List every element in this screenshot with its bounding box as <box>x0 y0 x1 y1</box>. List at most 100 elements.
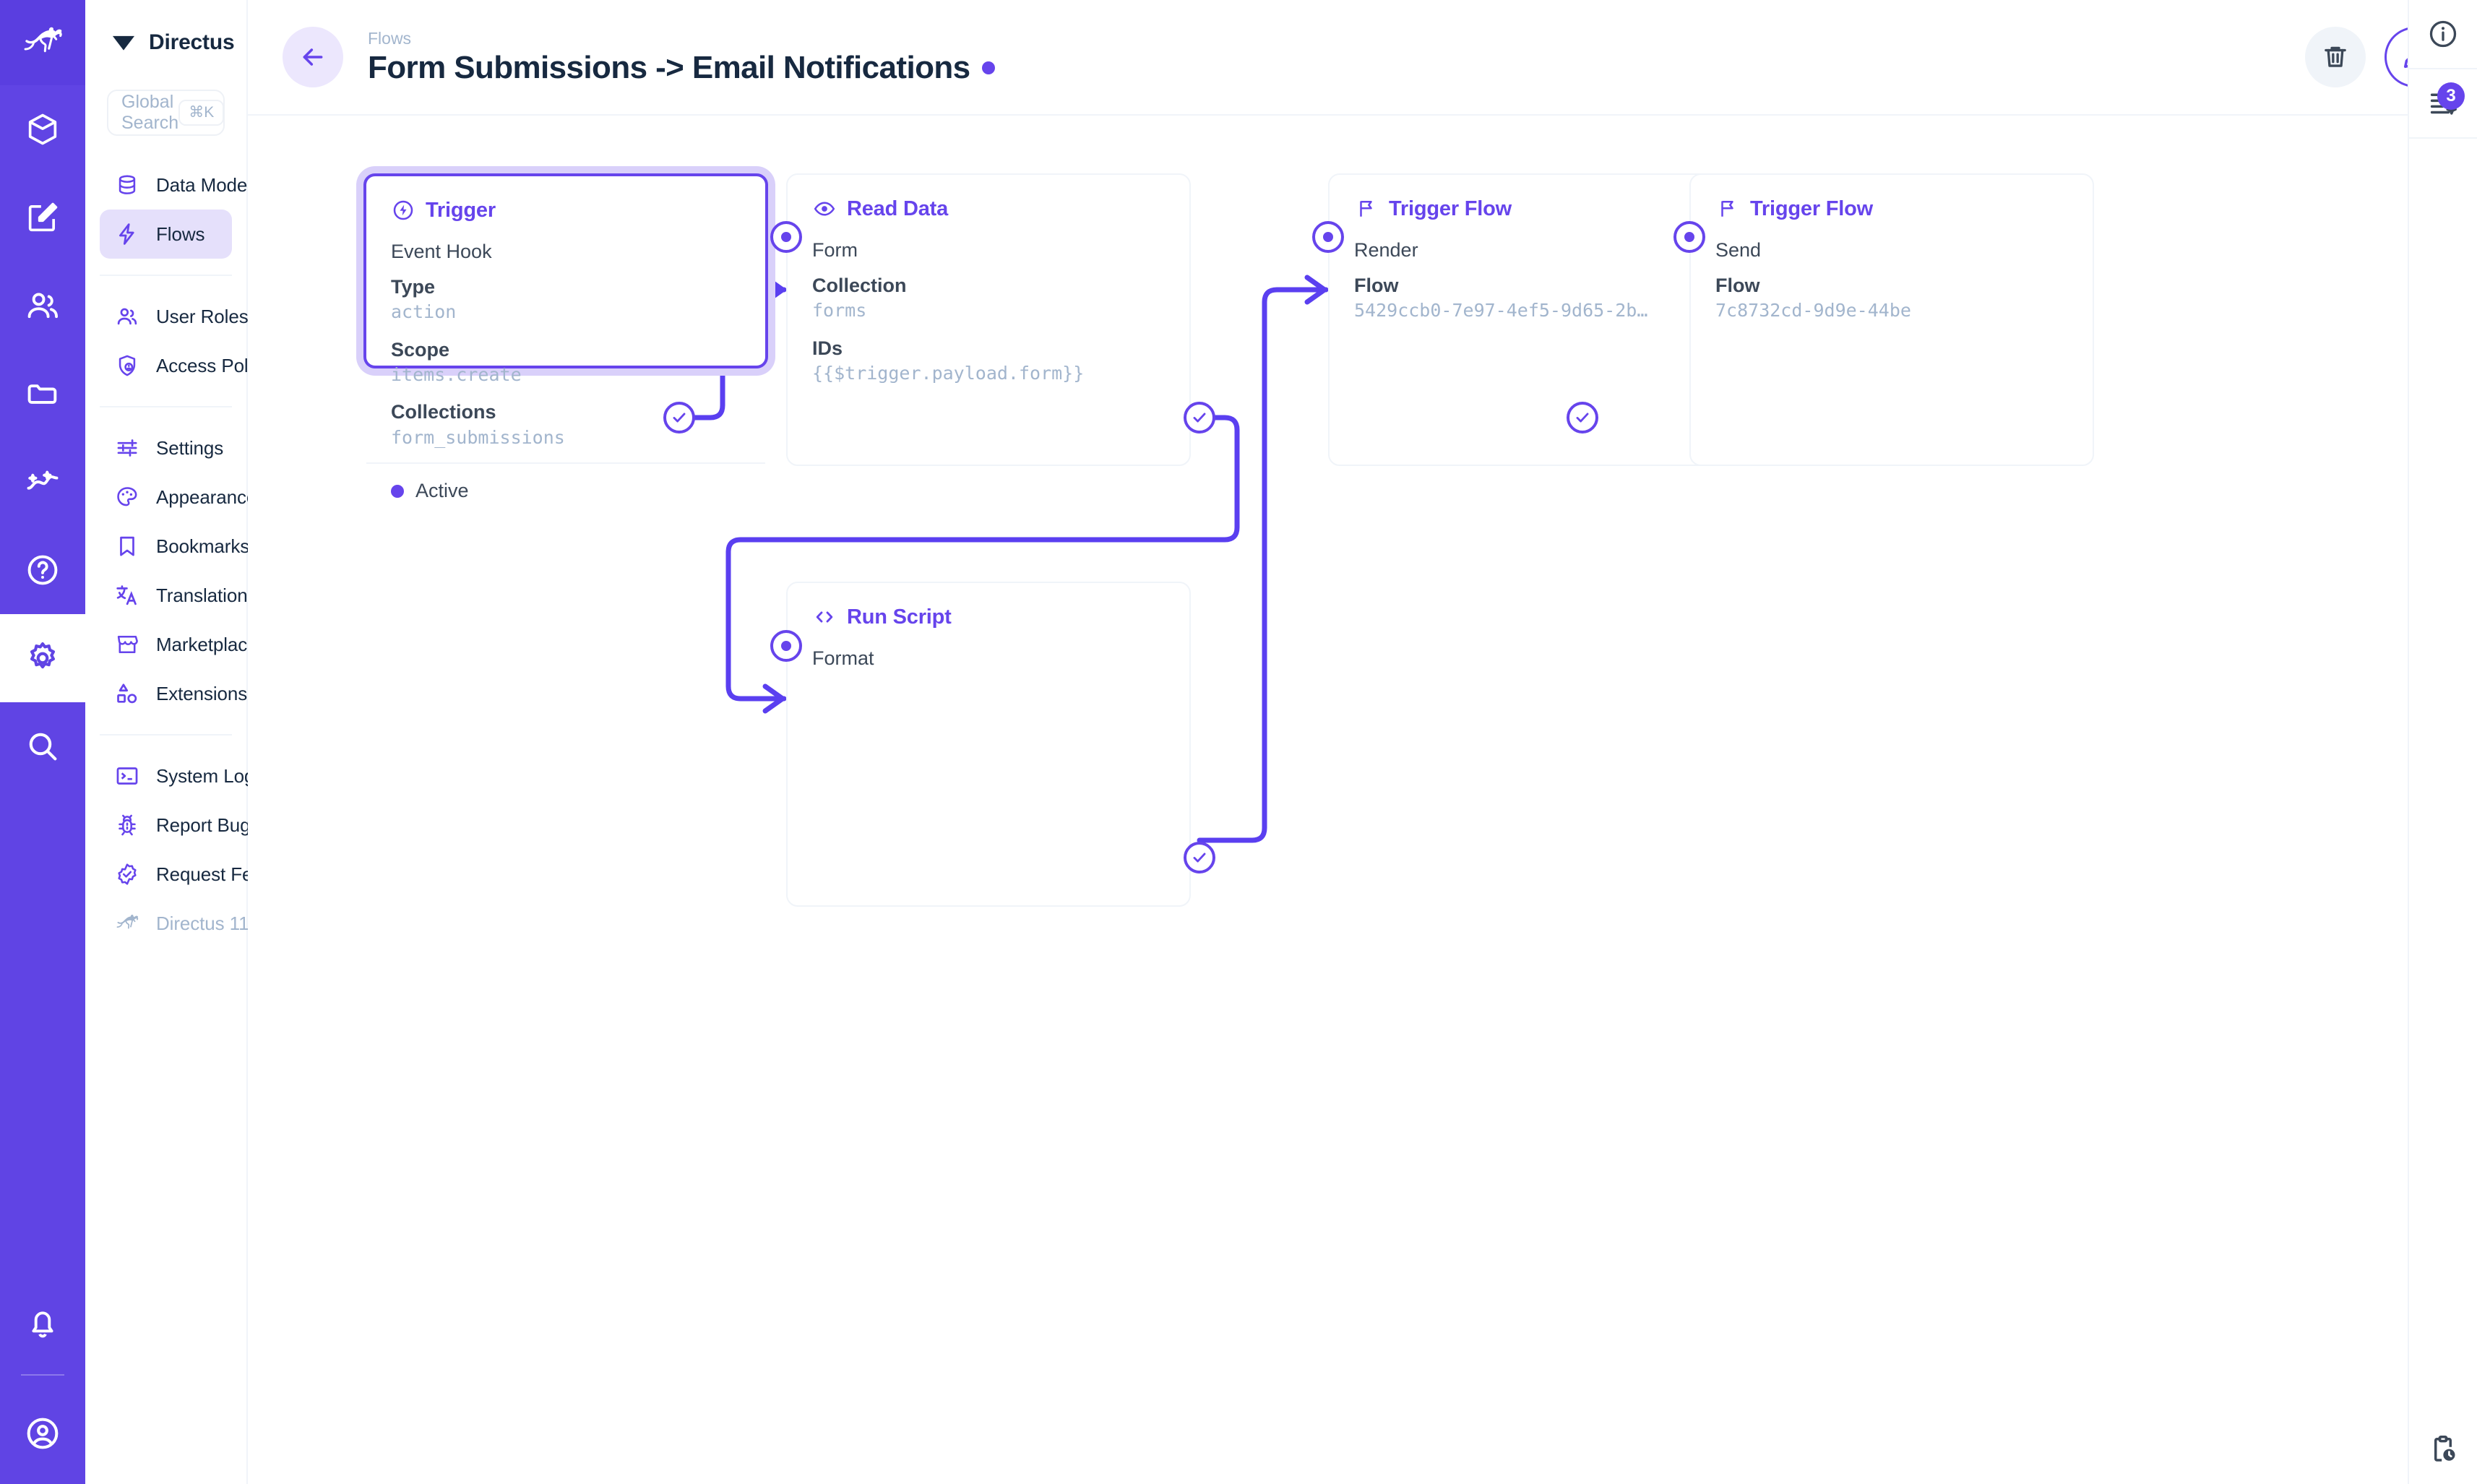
flow-node-name: Render <box>1354 239 1418 261</box>
flow-node-status: Active <box>366 462 765 521</box>
flow-handle-output-read-data[interactable] <box>1184 402 1215 433</box>
sidebar-item-access-policies[interactable]: Access Policies <box>100 341 285 390</box>
sidebar-item-extensions[interactable]: Extensions <box>100 669 247 718</box>
field-label: Flow <box>1715 274 1760 296</box>
storefront-icon <box>113 630 142 659</box>
page-title: Form Submissions -> Email Notifications <box>368 50 970 86</box>
module-item-settings[interactable] <box>0 614 85 702</box>
sidebar-item-label: User Roles <box>156 305 249 327</box>
flow-node-trigger[interactable]: Trigger Event Hook Type action Scope ite… <box>363 173 768 501</box>
field-value: 7c8732cd-9d9e-44be <box>1715 299 1911 321</box>
module-item-files[interactable] <box>0 350 85 438</box>
right-sidebar: 3 <box>2408 0 2477 1484</box>
sidebar-item-data-model[interactable]: Data Model <box>100 160 251 210</box>
sidebar-item-translations[interactable]: Translations <box>100 571 257 620</box>
back-button[interactable] <box>283 27 343 87</box>
module-item-docs[interactable] <box>0 526 85 614</box>
sidebar-item-report-bug[interactable]: Report Bug <box>100 801 251 850</box>
sidebar: Directus Global Search ⌘K Data Model <box>85 0 322 1484</box>
sidebar-group-support: System Logs Report Bug Request Feature <box>85 751 295 948</box>
module-divider <box>21 1374 64 1376</box>
check-icon <box>1193 413 1206 423</box>
directus-rabbit-icon <box>113 909 142 938</box>
sidebar-item-appearance[interactable]: Appearance <box>100 473 257 522</box>
flow-node-trigger-flow-render[interactable]: Trigger Flow Render Flow 5429ccb0-7e97-4… <box>1328 173 1733 466</box>
flow-handle-input-read-data[interactable] <box>770 221 802 253</box>
info-circle-icon <box>2429 20 2457 48</box>
flow-node-name: Form <box>812 239 858 261</box>
module-item-content[interactable] <box>0 85 85 173</box>
people-icon <box>113 302 142 331</box>
sidebar-item-user-roles[interactable]: User Roles <box>100 292 249 341</box>
flow-node-trigger-flow-send[interactable]: Trigger Flow Send Flow 7c8732cd-9d9e-44b… <box>1689 173 2094 466</box>
sidebar-item-label: Settings <box>156 436 224 459</box>
flow-node-name: Event Hook <box>391 241 492 262</box>
sidebar-item-label: Bookmarks <box>156 535 250 557</box>
global-search[interactable]: Global Search ⌘K <box>85 90 246 136</box>
sidebar-group-access: User Roles Access Policies <box>85 292 285 390</box>
bolt-circle-icon <box>391 198 415 223</box>
status-badge <box>981 61 995 75</box>
flow-handle-input-trigger-flow-render[interactable] <box>1312 221 1344 253</box>
module-item-editor[interactable] <box>0 173 85 262</box>
flag-icon <box>1715 197 1740 221</box>
module-item-insights[interactable] <box>0 438 85 526</box>
field-value: action <box>391 301 457 322</box>
field-label: Collection <box>812 274 907 296</box>
delete-flow-button[interactable] <box>2305 27 2366 87</box>
flow-canvas[interactable]: Trigger Event Hook Type action Scope ite… <box>248 116 2477 1484</box>
palette-icon <box>113 483 142 512</box>
title-block: Flows Form Submissions -> Email Notifica… <box>368 28 995 85</box>
sidebar-header: Directus <box>85 0 246 85</box>
translate-icon <box>113 581 142 610</box>
code-brackets-icon <box>812 605 837 629</box>
breadcrumb[interactable]: Flows <box>368 29 412 48</box>
info-panel-button[interactable] <box>2408 0 2477 69</box>
field-value: form_submissions <box>391 426 565 448</box>
sidebar-item-label: System Logs <box>156 764 264 787</box>
sidebar-divider <box>100 734 232 735</box>
field-label: Flow <box>1354 274 1399 296</box>
sidebar-item-label: Report Bug <box>156 814 251 836</box>
flow-handle-output-run-script[interactable] <box>1184 842 1215 873</box>
sidebar-item-version: Directus 11.7.2 <box>100 899 280 948</box>
sidebar-item-request-feature[interactable]: Request Feature <box>100 850 295 899</box>
flow-handle-output-trigger[interactable] <box>663 402 695 433</box>
flow-node-run-script[interactable]: Run Script Format <box>786 582 1191 907</box>
check-icon <box>1193 853 1206 863</box>
sidebar-item-flows[interactable]: Flows <box>100 210 232 259</box>
flow-runs-button[interactable] <box>2408 1415 2477 1484</box>
flow-node-type-label: Trigger Flow <box>1750 197 1873 220</box>
field-value: forms <box>812 299 867 321</box>
field-label: IDs <box>812 337 843 359</box>
field-value: 5429ccb0-7e97-4ef5-9d65-2b… <box>1354 299 1648 321</box>
arrow-left-icon <box>303 48 323 66</box>
sidebar-title: Directus <box>149 30 235 54</box>
sidebar-divider <box>100 406 232 407</box>
module-item-search[interactable] <box>0 702 85 790</box>
flow-handle-output-trigger-flow-render[interactable] <box>1567 402 1598 433</box>
flow-node-read-data[interactable]: Read Data Form Collection forms IDs {{$t… <box>786 173 1191 466</box>
terminal-icon <box>113 762 142 790</box>
sidebar-item-label: Appearance <box>156 486 257 508</box>
flow-handle-input-trigger-flow-send[interactable] <box>1673 221 1705 253</box>
badge-check-icon <box>113 860 142 889</box>
directus-rabbit-logo-icon[interactable] <box>0 0 85 85</box>
sidebar-item-label: Marketplace <box>156 633 258 655</box>
flow-node-name: Format <box>812 647 874 669</box>
search-input[interactable]: Global Search <box>121 92 179 133</box>
module-item-users[interactable] <box>0 262 85 350</box>
sidebar-item-settings[interactable]: Settings <box>100 423 232 473</box>
module-item-notifications[interactable] <box>0 1279 85 1367</box>
flow-handle-input-run-script[interactable] <box>770 630 802 662</box>
sidebar-item-system-logs[interactable]: System Logs <box>100 751 264 801</box>
search-shortcut-badge: ⌘K <box>178 100 225 126</box>
sidebar-item-bookmarks[interactable]: Bookmarks <box>100 522 249 571</box>
sidebar-nav: Data Model Flows User Roles <box>85 160 322 948</box>
activity-log-button[interactable]: 3 <box>2408 69 2477 139</box>
page-header: Flows Form Submissions -> Email Notifica… <box>248 0 2477 116</box>
active-status-label: Active <box>415 480 469 502</box>
field-label: Type <box>391 275 436 298</box>
sidebar-item-marketplace[interactable]: Marketplace Beta <box>100 620 322 669</box>
module-item-account[interactable] <box>0 1383 85 1484</box>
